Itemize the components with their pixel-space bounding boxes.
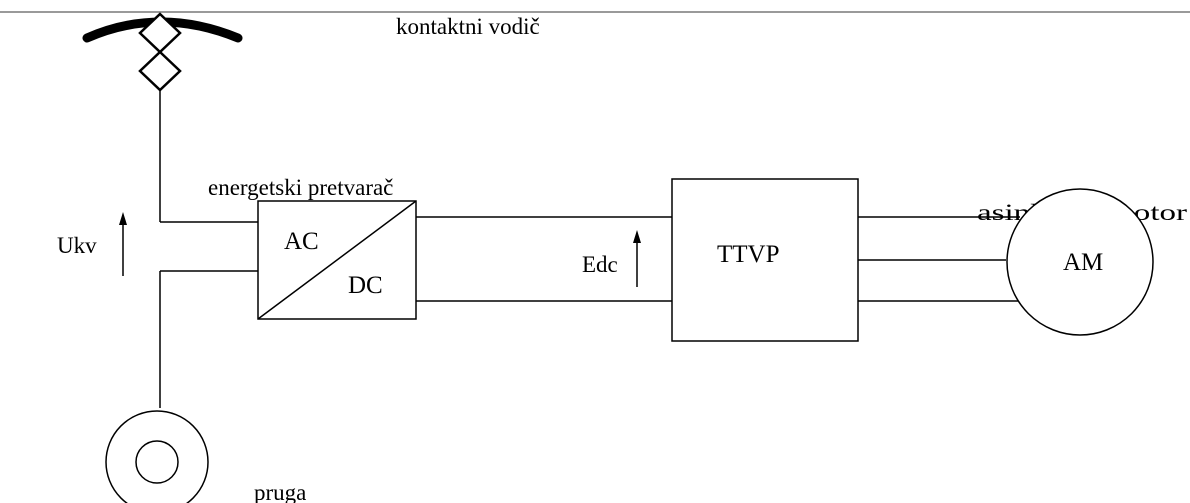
ttvp-label: TTVP [717, 241, 780, 268]
ukv-arrow-icon [119, 212, 127, 276]
three-phase-lines [858, 216, 1021, 302]
contact-wire-label: kontaktni vodič [396, 14, 540, 39]
rail-wheel-icon [105, 410, 209, 503]
rail-return-line [159, 270, 258, 408]
pantograph-icon [82, 12, 258, 223]
converter-block [257, 200, 417, 320]
motor-circle [1006, 188, 1154, 336]
converter-dc-label: DC [348, 272, 383, 299]
motor-am-label: AM [1063, 249, 1103, 276]
converter-ac-label: AC [284, 228, 319, 255]
ttvp-block [671, 178, 859, 342]
rail-label: pruga [254, 480, 306, 503]
dc-link-lines [416, 216, 672, 302]
edc-arrow-icon [633, 230, 641, 287]
edc-label: Edc [582, 252, 618, 277]
ukv-label: Ukv [57, 233, 97, 258]
converter-label: energetski pretvarač [208, 175, 393, 200]
